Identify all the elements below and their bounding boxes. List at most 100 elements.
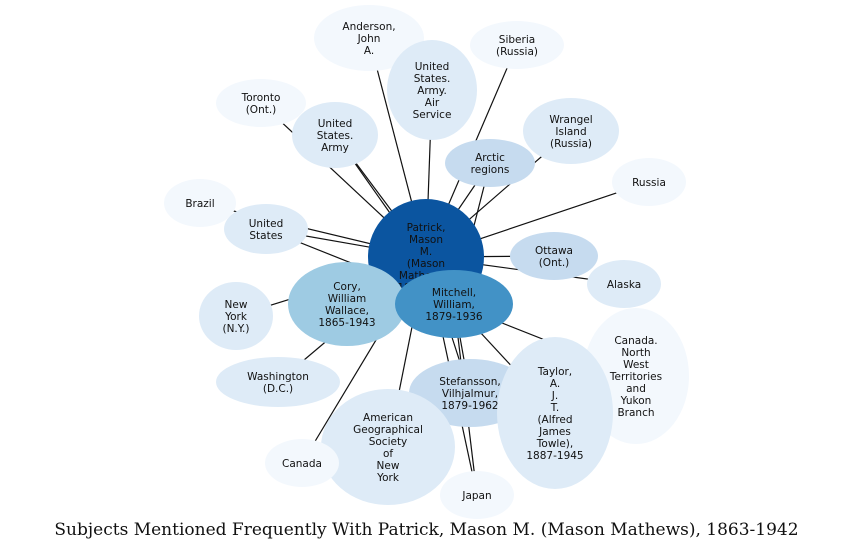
node-taylor: Taylor,A.J.T.(AlfredJamesTowle),1887-194… xyxy=(497,337,613,489)
node-label-anderson-1: John xyxy=(357,33,381,45)
node-label-patrick-3: (Mason xyxy=(407,258,445,270)
node-label-wrangel-1: Island xyxy=(555,126,586,138)
node-label-canada-nwt-4: and xyxy=(626,383,646,395)
node-label-cory-0: Cory, xyxy=(333,281,361,293)
node-label-toronto-1: (Ont.) xyxy=(246,104,277,116)
node-label-cory-2: Wallace, xyxy=(325,305,369,317)
node-bubble-canada xyxy=(265,439,339,487)
node-washington: Washington(D.C.) xyxy=(216,357,340,407)
node-label-siberia-0: Siberia xyxy=(499,34,535,46)
node-label-taylor-4: (Alfred xyxy=(537,414,572,426)
node-label-us-army-1: States. xyxy=(317,130,354,142)
node-label-united-states-0: United xyxy=(249,218,284,230)
node-label-taylor-1: A. xyxy=(550,378,560,390)
node-label-brazil-0: Brazil xyxy=(185,198,214,210)
node-siberia: Siberia(Russia) xyxy=(470,21,564,69)
node-canada: Canada xyxy=(265,439,339,487)
node-label-wrangel-2: (Russia) xyxy=(550,138,592,150)
node-label-stefansson-0: Stefansson, xyxy=(439,376,500,388)
node-brazil: Brazil xyxy=(164,179,236,227)
node-bubble-united-states xyxy=(224,204,308,254)
node-bubble-japan xyxy=(440,471,514,519)
node-label-mitchell-1: William, xyxy=(433,299,475,311)
node-label-taylor-0: Taylor, xyxy=(537,366,572,378)
node-label-siberia-1: (Russia) xyxy=(496,46,538,58)
node-label-arctic-1: regions xyxy=(471,164,510,176)
node-label-alaska-0: Alaska xyxy=(607,279,641,291)
node-bubble-toronto xyxy=(216,79,306,127)
node-label-japan-0: Japan xyxy=(461,490,491,502)
node-label-patrick-2: M. xyxy=(420,246,432,258)
node-label-air-service-2: Army. xyxy=(417,85,447,97)
node-bubble-anderson xyxy=(314,5,424,71)
node-label-canada-nwt-3: Territories xyxy=(609,371,662,383)
node-bubble-mitchell xyxy=(395,270,513,338)
node-label-air-service-0: United xyxy=(415,61,450,73)
node-label-stefansson-2: 1879-1962 xyxy=(441,400,498,412)
node-label-cory-1: William xyxy=(328,293,366,305)
node-layer: Anderson,JohnA.Siberia(Russia)UnitedStat… xyxy=(164,5,689,519)
node-label-canada-nwt-2: West xyxy=(623,359,649,371)
node-label-canada-nwt-6: Branch xyxy=(617,407,654,419)
node-label-anderson-0: Anderson, xyxy=(342,21,395,33)
node-label-new-york-1: York xyxy=(224,311,248,323)
node-label-washington-0: Washington xyxy=(247,371,309,383)
node-bubble-ags xyxy=(321,389,455,505)
node-label-ags-4: New xyxy=(377,460,400,472)
node-label-canada-nwt-0: Canada. xyxy=(614,335,657,347)
node-bubble-wrangel xyxy=(523,98,619,164)
node-bubble-new-york xyxy=(199,282,273,350)
node-label-air-service-4: Service xyxy=(413,109,452,121)
node-label-russia-0: Russia xyxy=(632,177,666,189)
node-label-ags-1: Geographical xyxy=(353,424,423,436)
node-label-taylor-7: 1887-1945 xyxy=(526,450,583,462)
node-label-mitchell-2: 1879-1936 xyxy=(425,311,483,323)
node-toronto: Toronto(Ont.) xyxy=(216,79,306,127)
node-label-canada-0: Canada xyxy=(282,458,322,470)
node-japan: Japan xyxy=(440,471,514,519)
node-label-us-army-2: Army xyxy=(321,142,349,154)
node-bubble-taylor xyxy=(497,337,613,489)
node-label-toronto-0: Toronto xyxy=(241,92,281,104)
node-label-united-states-1: States xyxy=(249,230,282,242)
node-label-taylor-2: J. xyxy=(551,390,558,402)
node-label-air-service-1: States. xyxy=(414,73,451,85)
node-label-mitchell-0: Mitchell, xyxy=(432,287,476,299)
node-russia: Russia xyxy=(612,158,686,206)
node-bubble-brazil xyxy=(164,179,236,227)
node-label-ags-5: York xyxy=(376,472,400,484)
node-bubble-air-service xyxy=(387,40,477,140)
node-bubble-siberia xyxy=(470,21,564,69)
node-label-new-york-0: New xyxy=(225,299,248,311)
node-label-patrick-0: Patrick, xyxy=(407,222,446,234)
node-label-canada-nwt-5: Yukon xyxy=(620,395,652,407)
node-alaska: Alaska xyxy=(587,260,661,308)
node-ottawa: Ottawa(Ont.) xyxy=(510,232,598,280)
node-bubble-arctic xyxy=(445,139,535,187)
node-label-air-service-3: Air xyxy=(425,97,440,109)
node-mitchell: Mitchell,William,1879-1936 xyxy=(395,270,513,338)
node-label-taylor-3: T. xyxy=(550,402,560,414)
node-label-anderson-2: A. xyxy=(364,45,374,57)
node-label-wrangel-0: Wrangel xyxy=(549,114,592,126)
node-label-washington-1: (D.C.) xyxy=(263,383,293,395)
node-bubble-ottawa xyxy=(510,232,598,280)
node-label-patrick-1: Mason xyxy=(409,234,443,246)
node-bubble-us-army xyxy=(292,102,378,168)
node-label-canada-nwt-1: North xyxy=(621,347,650,359)
node-label-ags-0: American xyxy=(363,412,413,424)
node-bubble-cory xyxy=(288,262,406,346)
node-label-us-army-0: United xyxy=(318,118,353,130)
node-label-new-york-2: (N.Y.) xyxy=(222,323,249,335)
node-label-stefansson-1: Vilhjalmur, xyxy=(442,388,498,400)
node-bubble-russia xyxy=(612,158,686,206)
